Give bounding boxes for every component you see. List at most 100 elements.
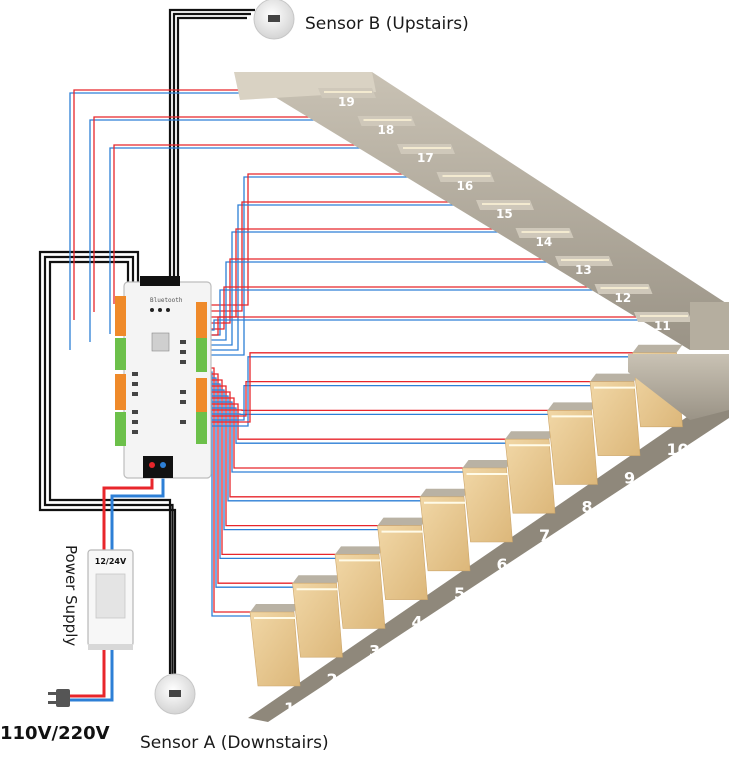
svg-text:Bluetooth: Bluetooth — [150, 297, 183, 304]
stair-step: 13 — [555, 256, 613, 277]
stair-step: 2 — [292, 575, 343, 689]
wire — [102, 472, 154, 552]
step-number: 10 — [667, 440, 689, 459]
step-number: 16 — [457, 179, 474, 193]
wire — [207, 352, 657, 423]
stair-step: 19 — [318, 88, 376, 109]
controller-module: Bluetooth — [115, 276, 212, 479]
wire — [207, 407, 527, 444]
stair-step: 12 — [594, 284, 653, 305]
wire — [207, 383, 357, 560]
wire — [93, 116, 406, 312]
wire — [113, 144, 436, 304]
step-number: 19 — [338, 95, 355, 109]
stair-step: 17 — [397, 144, 455, 165]
step-number: 15 — [496, 207, 513, 221]
step-number: 12 — [615, 291, 632, 305]
terminal-block — [115, 374, 126, 410]
wire — [38, 250, 177, 674]
wire — [207, 231, 570, 346]
step-number: 5 — [454, 584, 465, 603]
stair-step: 7 — [504, 431, 556, 545]
terminal-block — [115, 338, 126, 370]
stair-step: 18 — [357, 116, 416, 137]
wire — [207, 261, 610, 341]
step-number: 13 — [575, 263, 592, 277]
terminal-block — [196, 378, 207, 412]
power-plug-icon — [48, 689, 70, 707]
wire — [207, 389, 400, 531]
stair-step: 4 — [377, 517, 428, 632]
wire — [207, 379, 359, 556]
wire — [207, 395, 442, 502]
power-terminal — [143, 456, 173, 478]
wire — [207, 401, 485, 473]
step-number: 7 — [539, 526, 550, 545]
step-number: 6 — [497, 555, 508, 574]
wire — [172, 12, 251, 282]
upper-stair-flight: 11 12 13 14 15 16 17 18 19 — [234, 72, 729, 350]
stair-step: 1 — [249, 604, 301, 718]
lower-stringer — [248, 408, 729, 722]
stair-step: 11 — [634, 312, 692, 333]
stair-step: 16 — [436, 172, 495, 193]
wire — [109, 147, 440, 334]
sensor-b-device — [253, 0, 295, 40]
mains-voltage-label: 110V/220V — [0, 723, 110, 744]
upper-landing — [690, 302, 729, 350]
step-number: 2 — [327, 670, 338, 689]
wire — [70, 648, 114, 702]
wires-group — [38, 8, 690, 702]
power-supply-label: Power Supply — [62, 545, 80, 646]
terminal-block — [196, 412, 207, 444]
wire — [207, 173, 490, 306]
stair-step: 9 — [589, 373, 641, 488]
stair-step: 8 — [547, 402, 598, 516]
wire — [207, 258, 610, 324]
wire — [110, 472, 165, 552]
wire — [43, 255, 174, 674]
step-number: 8 — [582, 497, 593, 516]
sensor-b-label: Sensor B (Upstairs) — [305, 14, 469, 34]
step-number: 4 — [412, 613, 423, 632]
voltage-label: 12/24V — [95, 557, 127, 566]
sensor-a-device — [154, 673, 196, 715]
wire — [207, 176, 490, 356]
wire — [207, 316, 690, 336]
step-number: 1 — [284, 699, 295, 718]
wire — [207, 286, 650, 330]
wire — [48, 260, 172, 674]
wire — [207, 384, 612, 421]
stair-step: 14 — [515, 228, 574, 249]
wire — [207, 385, 402, 527]
step-number: 18 — [378, 123, 395, 137]
wire — [207, 397, 487, 469]
upper-stringer — [234, 72, 729, 350]
sensor-a-label: Sensor A (Downstairs) — [140, 733, 329, 753]
wire — [89, 119, 410, 342]
wire — [207, 204, 530, 351]
wire — [207, 319, 690, 331]
terminal-block — [196, 302, 207, 338]
wire — [207, 289, 650, 336]
stair-step: 15 — [476, 200, 534, 221]
step-number: 11 — [654, 319, 671, 333]
stair-step: 3 — [334, 546, 386, 660]
terminal-block — [196, 338, 207, 372]
step-number: 17 — [417, 151, 434, 165]
terminal-block — [115, 412, 126, 446]
step-number: 14 — [536, 235, 553, 249]
power-supply-unit: 12/24V — [87, 549, 134, 650]
stair-step: 5 — [419, 488, 471, 603]
stair-step: 6 — [462, 460, 513, 574]
wire — [176, 16, 247, 282]
wire — [207, 403, 529, 440]
wire — [207, 391, 444, 498]
wire — [207, 373, 317, 584]
terminal-block — [115, 296, 126, 336]
lower-landing — [628, 354, 729, 420]
lower-stair-flight: 1 2 3 4 5 6 7 8 9 10 — [248, 344, 729, 722]
wire — [207, 380, 614, 417]
step-number: 3 — [369, 641, 380, 660]
